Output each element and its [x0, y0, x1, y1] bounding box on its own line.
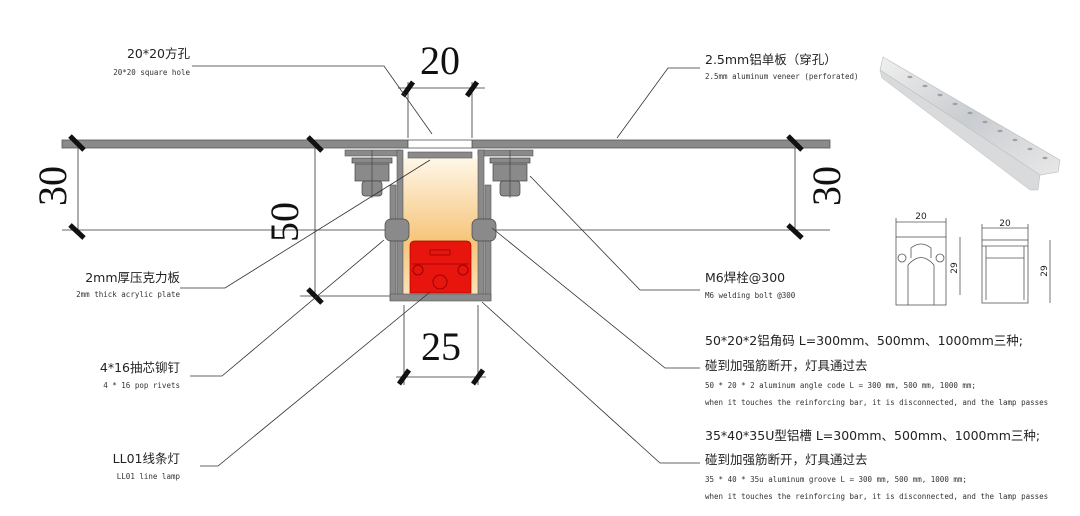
profile1-width: 20 — [915, 212, 927, 222]
label-bolt-en: M6 welding bolt @300 — [705, 291, 796, 300]
rivet-right — [471, 218, 497, 242]
label-square-hole-cn: 20*20方孔 — [127, 46, 191, 61]
acrylic-plate — [407, 151, 473, 159]
label-angle-code-en2: when it touches the reinforcing bar, it … — [705, 398, 1048, 407]
label-u-groove-en1: 35 * 40 * 35u aluminum groove L = 300 mm… — [705, 475, 967, 484]
profile1-height: 29 — [950, 262, 960, 274]
label-angle-code-en1: 50 * 20 * 2 aluminum angle code L = 300 … — [705, 381, 976, 390]
profile2-height: 29 — [1040, 265, 1050, 277]
ll01-line-lamp — [409, 240, 472, 294]
leader-veneer — [616, 67, 700, 139]
leader-bolt — [529, 175, 700, 291]
profile-drawing-1 — [895, 218, 961, 306]
label-u-groove-en2: when it touches the reinforcing bar, it … — [705, 492, 1048, 501]
dim-depth: 50 — [262, 202, 307, 242]
label-veneer-cn: 2.5mm铝单板（穿孔） — [705, 52, 837, 67]
label-acrylic-cn: 2mm厚压克力板 — [85, 270, 180, 285]
label-u-groove-cn2: 碰到加强筋断开，灯具通过去 — [705, 452, 868, 467]
label-lamp-cn: LL01线条灯 — [113, 451, 180, 466]
label-square-hole-en: 20*20 square hole — [113, 68, 190, 77]
label-bolt-cn: M6焊栓@300 — [705, 270, 785, 285]
dim-hole-width: 20 — [420, 38, 460, 83]
leader-rivets — [190, 239, 385, 377]
label-rivets-cn: 4*16抽芯铆钉 — [100, 360, 181, 375]
m6-bolt-left — [351, 150, 393, 198]
label-u-groove-cn1: 35*40*35U型铝槽 L=300mm、500mm、1000mm三种; — [705, 428, 1040, 443]
leader-acrylic — [180, 159, 431, 289]
dim-right-height: 30 — [804, 166, 849, 206]
label-rivets-en: 4 * 16 pop rivets — [103, 381, 180, 390]
label-angle-code-cn2: 碰到加强筋断开，灯具通过去 — [705, 358, 868, 373]
profile2-width: 20 — [999, 219, 1011, 229]
label-veneer-en: 2.5mm aluminum veneer (perforated) — [705, 72, 859, 81]
leader-lamp — [200, 291, 431, 467]
rivet-left — [384, 218, 410, 242]
u-groove — [389, 184, 492, 302]
leader-angle-code — [491, 227, 700, 369]
m6-bolt-right — [489, 150, 531, 198]
leader-square-hole — [192, 65, 433, 135]
label-lamp-en: LL01 line lamp — [117, 472, 181, 481]
square-hole — [407, 139, 473, 149]
perforated-profile-image — [879, 56, 1061, 191]
dim-left-height: 30 — [30, 166, 75, 206]
leader-u-groove — [481, 301, 700, 464]
label-angle-code-cn1: 50*20*2铝角码 L=300mm、500mm、1000mm三种; — [705, 333, 1023, 348]
label-acrylic-en: 2mm thick acrylic plate — [76, 290, 180, 299]
dim-bottom-width: 25 — [421, 324, 461, 369]
aluminum-veneer-plate — [61, 139, 831, 149]
profile-drawing-2 — [981, 224, 1051, 304]
